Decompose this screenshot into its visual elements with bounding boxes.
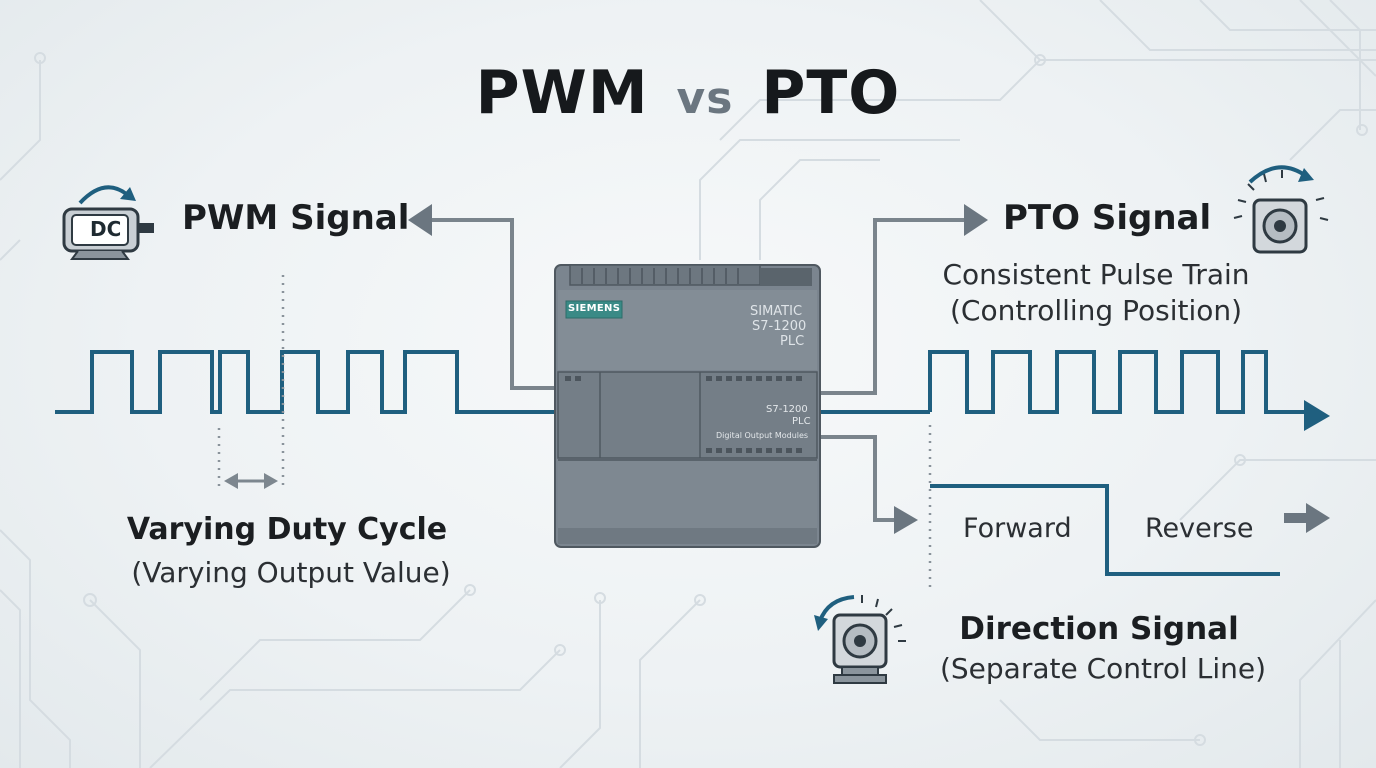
rotation-arrow-icon [78, 185, 132, 205]
plc-module-line1: S7-1200 [766, 404, 808, 415]
direction-waveform [930, 484, 1280, 576]
plc-model-line1: SIMATIC [750, 304, 803, 319]
duty-cycle-title: Varying Duty Cycle [126, 512, 448, 547]
plc-connectors [432, 218, 965, 522]
reverse-arrow-icon [1306, 503, 1330, 533]
direction-sub: (Separate Control Line) [939, 652, 1267, 685]
direction-heading: Direction Signal [959, 611, 1239, 647]
title-pwm: PWM [475, 58, 649, 128]
pto-sub-line1: Consistent Pulse Train [942, 258, 1250, 291]
pwm-heading: PWM Signal [182, 198, 410, 238]
pwm-waveform [55, 350, 930, 414]
pto-sub-line2: (Controlling Position) [949, 294, 1243, 327]
plc-module-line2: PLC [792, 416, 811, 427]
forward-label: Forward [963, 513, 1072, 544]
reverse-label: Reverse [1145, 513, 1254, 544]
pto-heading: PTO Signal [1003, 198, 1212, 238]
plc-unit [554, 264, 821, 548]
pto-arrowhead [1304, 400, 1330, 431]
plc-module-caption: Digital Output Modules [716, 431, 809, 440]
plc-model-line3: PLC [780, 334, 805, 349]
dc-motor-icon [62, 185, 154, 260]
pto-waveform [928, 350, 1310, 414]
title-vs: vs [676, 73, 734, 124]
page-title: PWM vs PTO [0, 58, 1376, 128]
rotation-arrow-icon [1248, 165, 1308, 184]
connector-arrowheads [408, 204, 1330, 534]
dotted-guides [217, 275, 932, 590]
stepper-motor-icon [814, 595, 906, 684]
circuit-nodes [34, 52, 1368, 746]
duty-cycle-arrow [224, 473, 278, 489]
siemens-plate [565, 300, 623, 319]
title-pto: PTO [761, 58, 901, 128]
dc-motor-label: DC [90, 217, 122, 241]
plc-model-line2: S7-1200 [752, 319, 807, 334]
stepper-motor-icon [1233, 165, 1329, 254]
plc-brand-label: SIEMENS [568, 303, 621, 314]
duty-cycle-sub: (Varying Output Value) [131, 556, 451, 589]
